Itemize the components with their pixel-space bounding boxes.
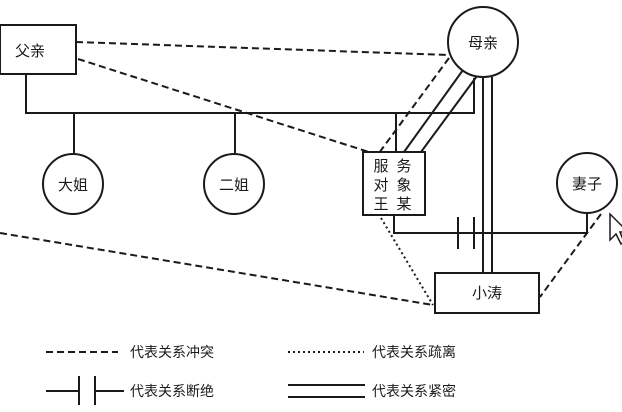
conflict-line-father-client bbox=[77, 58, 373, 154]
node-second-sister: 二姐 bbox=[203, 153, 265, 215]
legend-close-swatch bbox=[288, 384, 365, 398]
legend-cutoff-swatch bbox=[46, 376, 124, 405]
conflict-line-father-mother bbox=[75, 41, 450, 56]
legend-conflict-label: 代表关系冲突 bbox=[130, 345, 214, 361]
legend-cutoff-label: 代表关系断绝 bbox=[130, 384, 214, 400]
conflict-line-wife-son bbox=[539, 213, 602, 298]
node-client: 服 务 对 象 王 某 bbox=[362, 151, 426, 216]
node-wife: 妻子 bbox=[556, 152, 618, 214]
node-eldest-sister-label: 大姐 bbox=[58, 176, 88, 194]
node-client-char-1: 服 bbox=[373, 157, 388, 175]
node-son-label: 小涛 bbox=[472, 284, 502, 302]
close-line-mother-client-a bbox=[403, 69, 464, 153]
father-to-siblings-line bbox=[25, 75, 396, 114]
node-client-char-4: 象 bbox=[396, 176, 411, 194]
node-wife-label: 妻子 bbox=[572, 175, 602, 193]
node-son: 小涛 bbox=[434, 272, 540, 314]
node-father: 父亲 bbox=[0, 24, 77, 75]
conflict-line-offcanvas-son bbox=[0, 232, 434, 306]
distant-line-client-son bbox=[380, 217, 434, 306]
client-wife-line bbox=[393, 213, 588, 234]
node-client-char-5: 王 bbox=[373, 195, 388, 213]
conflict-line-mother-client bbox=[378, 57, 450, 154]
node-second-sister-label: 二姐 bbox=[219, 176, 249, 194]
legend: 代表关系冲突 代表关系疏离 代表关系断绝 代表关系紧密 bbox=[46, 344, 456, 405]
node-mother: 母亲 bbox=[447, 6, 519, 78]
node-client-char-3: 对 bbox=[373, 176, 388, 194]
node-father-label: 父亲 bbox=[15, 42, 45, 60]
node-eldest-sister: 大姐 bbox=[42, 153, 104, 215]
legend-close-label: 代表关系紧密 bbox=[372, 383, 456, 400]
mouse-cursor-icon bbox=[609, 212, 622, 246]
node-client-char-2: 务 bbox=[396, 157, 411, 175]
legend-distant-label: 代表关系疏离 bbox=[372, 344, 456, 361]
close-line-mother-client-b bbox=[420, 75, 478, 153]
node-mother-label: 母亲 bbox=[468, 34, 498, 52]
node-client-char-6: 某 bbox=[396, 195, 411, 213]
mother-to-bar-line bbox=[396, 78, 475, 114]
